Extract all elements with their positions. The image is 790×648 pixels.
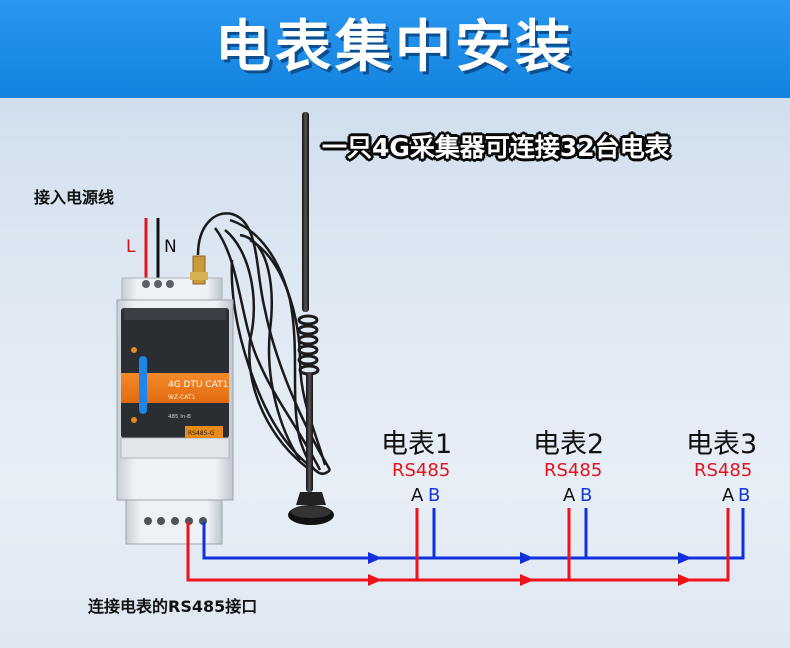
page-title: 电表集中安装 <box>215 15 575 80</box>
meter-2-interface: RS485 <box>544 460 603 481</box>
meter-1-pin-b: B <box>428 485 441 506</box>
bus-a-line <box>186 508 730 582</box>
bus-arrows <box>368 552 692 586</box>
device-model: 4G DTU CAT1 <box>168 380 228 390</box>
dtu-device: 4G DTU CAT1 WZ-CAT1 485 In-B RS485-G <box>116 255 234 545</box>
rs485-port-label: 连接电表的RS485接口 <box>88 597 258 616</box>
antenna <box>288 112 334 525</box>
meter-2-pin-b: B <box>580 485 593 506</box>
device-rs485-tag: RS485-G <box>188 430 215 437</box>
rs485-bus <box>186 508 745 582</box>
meter-1-pin-a: A <box>411 485 424 506</box>
header-banner: 电表集中安装 <box>0 0 790 98</box>
meter-3-interface: RS485 <box>694 460 753 481</box>
bus-b-line <box>202 508 745 560</box>
meter-3-pin-b: B <box>738 485 751 506</box>
device-sub-model: WZ-CAT1 <box>168 394 196 401</box>
status-light <box>139 356 147 414</box>
power-input-label: 接入电源线 <box>34 188 115 207</box>
neutral-label: N <box>164 237 177 257</box>
live-label: L <box>126 237 136 257</box>
meter-3-pin-a: A <box>722 485 735 506</box>
meter-3-name: 电表3 <box>686 429 758 460</box>
meter-1-name: 电表1 <box>381 429 453 460</box>
meter-2-pin-a: A <box>563 485 576 506</box>
subtitle: 一只4G采集器可连接32台电表 <box>322 133 670 162</box>
power-wires <box>144 218 160 285</box>
meter-1-interface: RS485 <box>392 460 451 481</box>
meter-2-name: 电表2 <box>533 429 605 460</box>
device-port-label: 485 In-B <box>168 414 191 420</box>
